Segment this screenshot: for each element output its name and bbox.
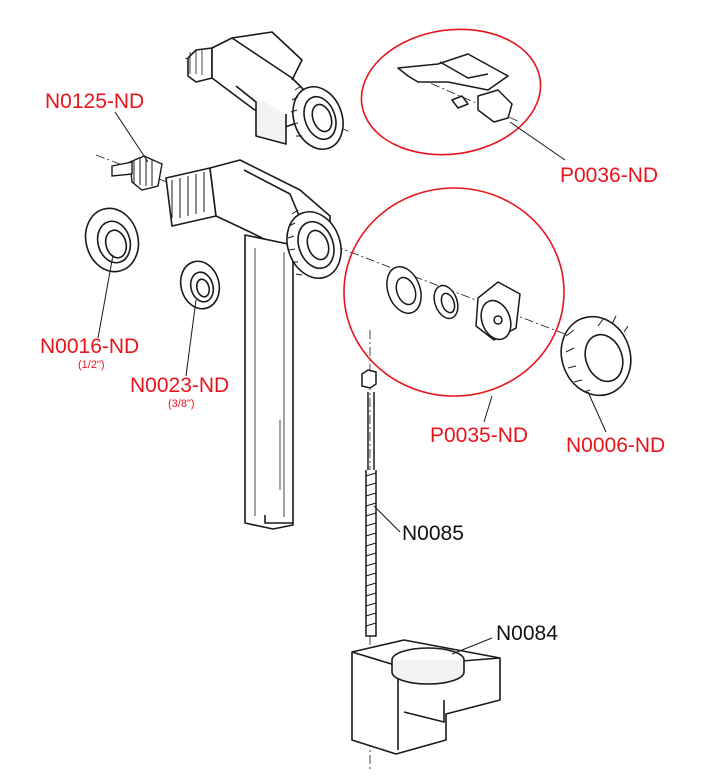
label-n0006: N0006-ND — [566, 434, 665, 457]
part-n0084-float — [351, 639, 501, 755]
label-n0125: N0125-ND — [45, 90, 144, 113]
part-n0016-nut — [84, 207, 140, 273]
part-n0023-nut — [179, 260, 221, 310]
part-n0006-cap — [560, 315, 632, 397]
label-n0023-size: (3/8") — [168, 398, 195, 410]
part-n0125-screw — [111, 155, 163, 191]
circle-p0036 — [360, 28, 542, 156]
leader-n0125 — [114, 111, 149, 163]
leader-p0036 — [509, 121, 566, 161]
part-labels: N0125-ND P0036-ND N0016-ND (1/2") N0023-… — [40, 90, 665, 645]
label-n0084: N0084 — [496, 622, 558, 645]
leader-lines — [97, 111, 607, 655]
upper-valve-body — [187, 31, 344, 150]
leader-p0035 — [483, 395, 493, 423]
main-valve-body — [165, 159, 342, 530]
part-n0085-rod — [361, 369, 377, 637]
label-p0035: P0035-ND — [430, 424, 528, 447]
annotation-circles — [343, 28, 565, 397]
part-p0035-cartridge — [386, 266, 521, 341]
label-n0016-size: (1/2") — [78, 359, 105, 371]
label-p0036: P0036-ND — [560, 164, 658, 187]
circle-p0035 — [343, 187, 565, 397]
leader-n0085 — [373, 505, 401, 533]
label-n0016: N0016-ND — [40, 335, 139, 358]
leader-n0084 — [451, 637, 493, 655]
part-p0036-lever — [397, 53, 513, 123]
leader-n0023 — [185, 299, 197, 377]
leader-n0006 — [587, 391, 607, 433]
label-n0085: N0085 — [402, 522, 464, 545]
label-n0023: N0023-ND — [130, 374, 229, 397]
leader-n0016 — [97, 254, 114, 339]
